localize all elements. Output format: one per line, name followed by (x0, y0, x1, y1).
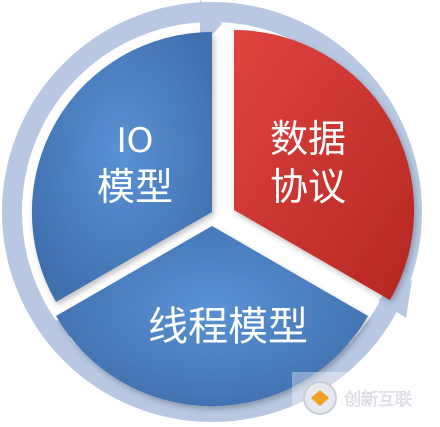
watermark-text: 创新互联 (344, 390, 412, 410)
data-protocol-label-line1: 数据 (270, 117, 346, 161)
io-model-label-line2: 模型 (97, 165, 173, 209)
ring-arrow-right (378, 280, 412, 318)
thread-model-segment (56, 226, 368, 407)
thread-model-label: 线程模型 (148, 304, 308, 350)
watermark: 创新互联 (292, 372, 438, 424)
io-model-segment (31, 31, 212, 302)
io-model-label-line1: IO (117, 121, 154, 161)
data-protocol-segment (234, 29, 415, 300)
data-protocol-label-line2: 协议 (270, 165, 346, 209)
